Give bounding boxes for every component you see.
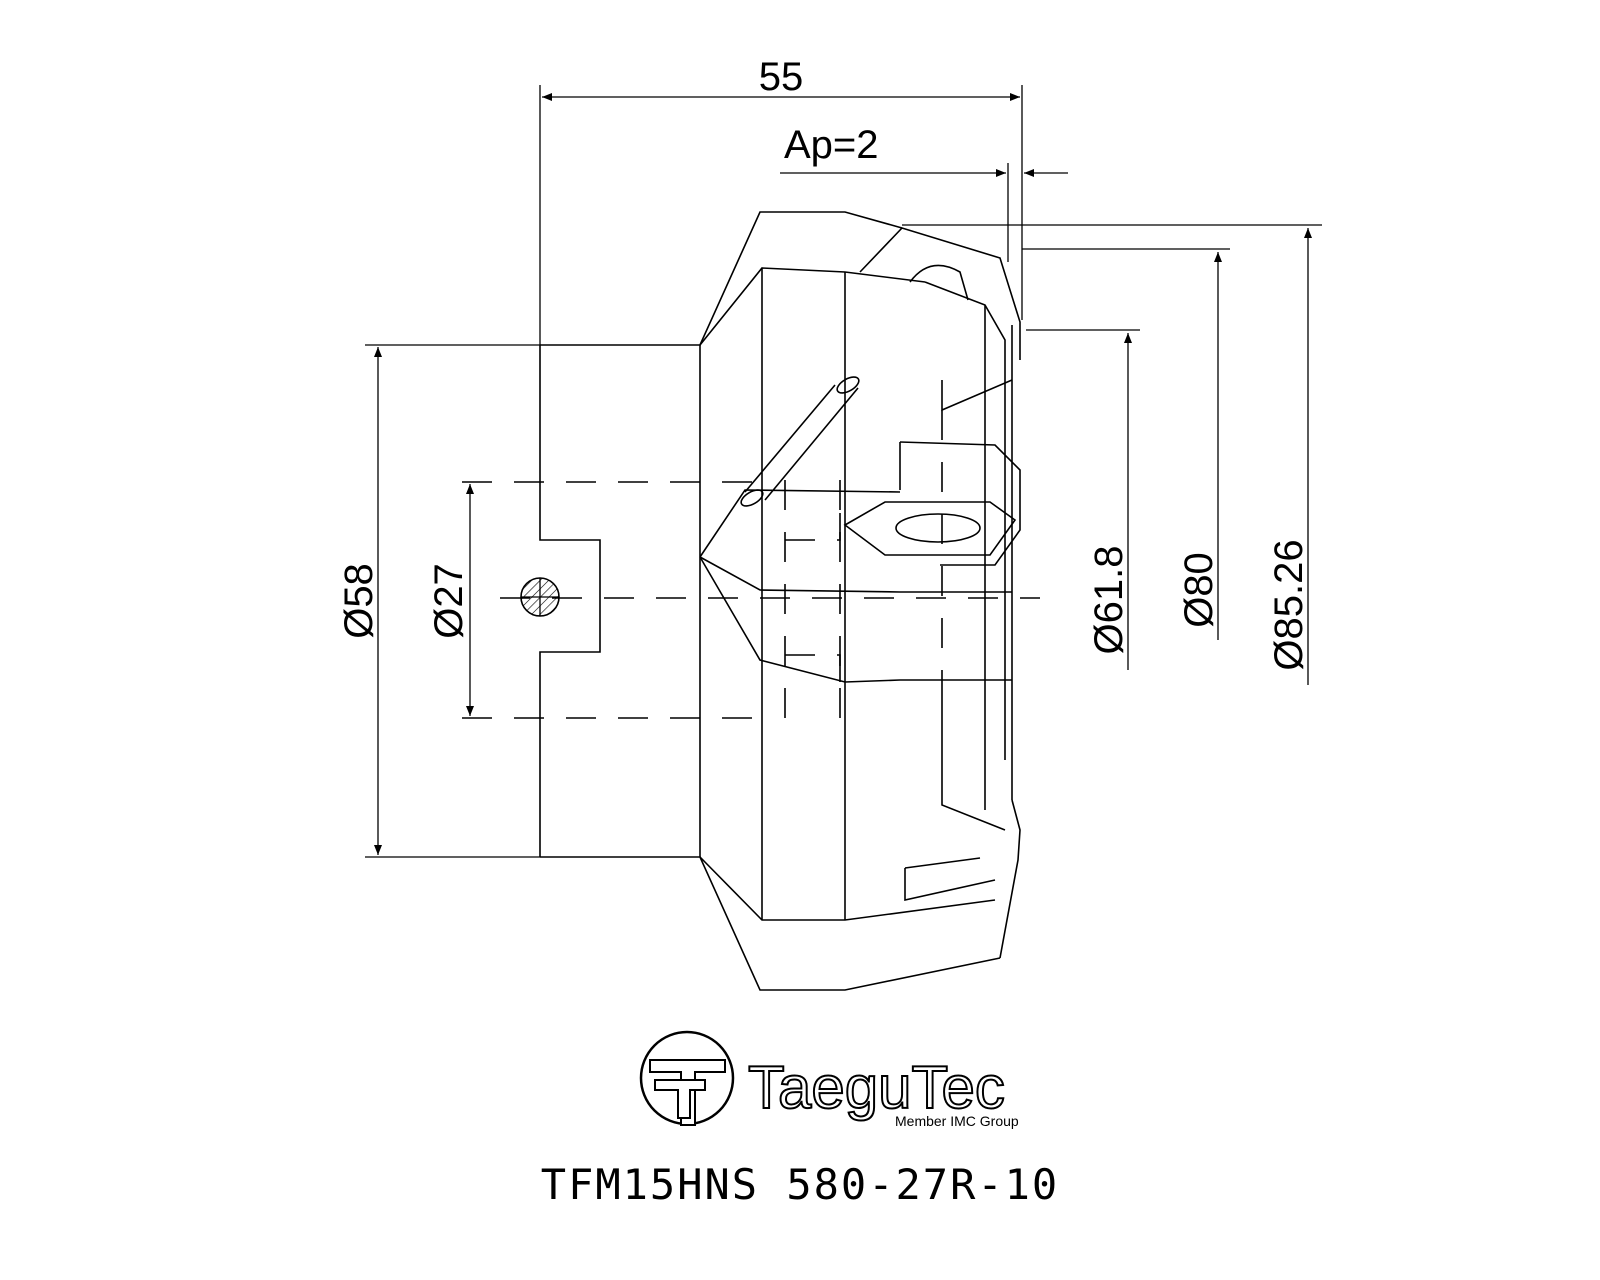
dim-depth-of-cut-label: Ap=2 [784, 123, 879, 167]
brand-tagline: Member IMC Group [895, 1113, 1019, 1129]
dim-nominal-diameter: Ø80 [1022, 248, 1230, 640]
brand-name: TaeguTec [748, 1054, 1005, 1121]
bore-keyway [520, 345, 601, 857]
dim-length: 55 [539, 55, 1023, 345]
dim-inner-diameter: Ø61.8 [1026, 329, 1140, 670]
dim-bore: Ø27 [427, 484, 474, 716]
dim-max-diameter-label: Ø85.26 [1267, 539, 1311, 670]
dim-depth-of-cut: Ap=2 [780, 123, 1068, 262]
dim-bore-outer-label: Ø58 [337, 563, 381, 639]
dim-length-label: 55 [759, 55, 804, 99]
taegutec-logo: TaeguTec Member IMC Group [639, 1030, 1019, 1129]
tt-monogram-icon [639, 1030, 735, 1126]
dim-inner-diameter-label: Ø61.8 [1087, 546, 1131, 655]
cutter-body [540, 211, 1021, 991]
dim-max-diameter: Ø85.26 [902, 224, 1322, 685]
dim-bore-outer: Ø58 [337, 344, 540, 858]
dim-bore-label: Ø27 [427, 563, 471, 639]
dim-nominal-diameter-label: Ø80 [1177, 552, 1221, 628]
hidden-lines [462, 410, 1040, 720]
part-number: TFM15HNS 580-27R-10 [540, 1160, 1060, 1209]
